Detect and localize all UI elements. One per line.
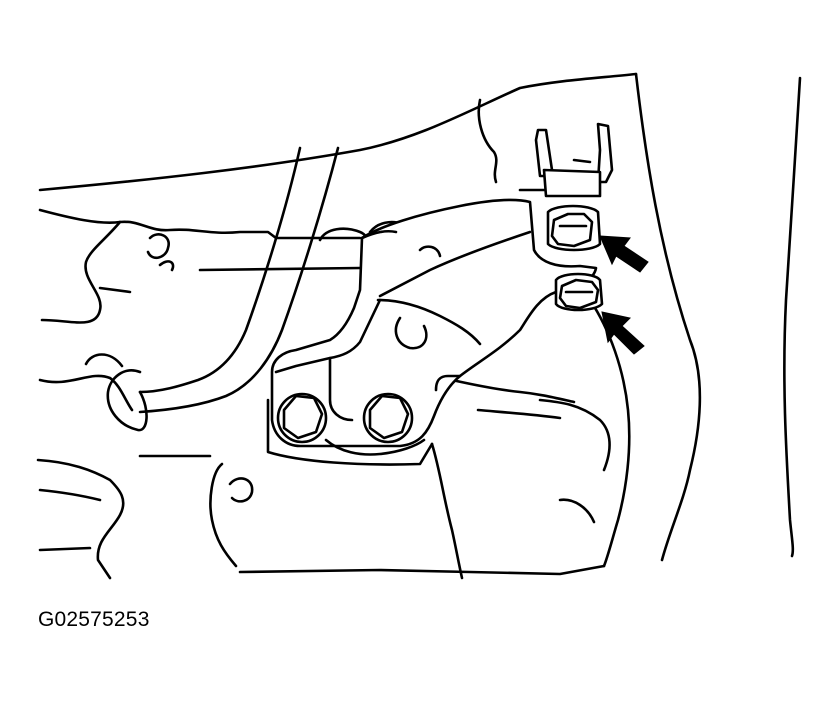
lower-mount-bolt: [554, 272, 604, 312]
arrow-upper-bolt-indicator: [599, 235, 649, 273]
bracket-bolt-left: [276, 392, 328, 444]
bracket-bolt-right: [362, 392, 414, 444]
upper-mount-bolt: [546, 204, 602, 252]
mount-bracket: [270, 198, 598, 456]
body-panel: [634, 72, 802, 562]
transmission-housing: [209, 298, 631, 580]
figure-code: G02575253: [38, 608, 150, 631]
upper-bracket: [518, 122, 614, 198]
body-contour: [38, 72, 638, 192]
cable-rod: [84, 146, 340, 432]
arrow-lower-bolt-indicator: [601, 311, 645, 355]
